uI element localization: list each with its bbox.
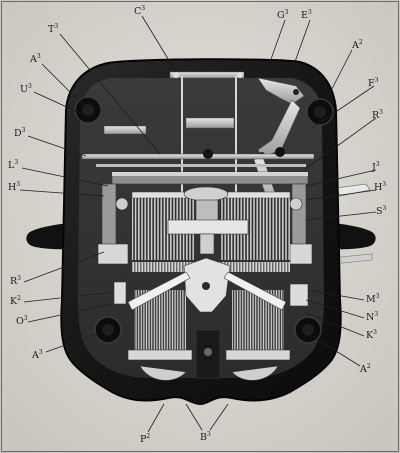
label-a3-top: A3: [29, 53, 41, 65]
upper-rods: [81, 125, 315, 167]
key-levers: [113, 271, 309, 311]
label-k3: K3: [366, 329, 377, 341]
label-a2-top: A2: [351, 39, 363, 51]
label-j3: J3: [371, 161, 380, 173]
label-m3: M3: [366, 293, 380, 305]
label-h3-right: H3: [374, 181, 386, 193]
bottom-bars: [127, 329, 291, 381]
label-g3: G3: [277, 9, 289, 21]
label-s3: S3: [376, 205, 387, 217]
center-mechanism: [167, 186, 249, 313]
label-c3: C3: [134, 5, 145, 17]
label-b3: B3: [200, 431, 211, 443]
corner-feet: [74, 96, 334, 344]
label-r3-lower: R3: [10, 275, 21, 287]
label-n3: N3: [366, 311, 378, 323]
label-l3: L3: [8, 159, 18, 171]
label-a2-bottom: A2: [359, 363, 371, 375]
leader-lines: [19, 15, 377, 433]
carriage-frame: [97, 171, 313, 265]
label-r3-upper: R3: [372, 109, 383, 121]
label-k2: K2: [10, 295, 21, 307]
label-p2: P2: [140, 433, 150, 445]
label-h3-left: H3: [8, 181, 20, 193]
label-o3: O3: [16, 315, 28, 327]
label-d3: D3: [14, 127, 26, 139]
label-f3: F3: [368, 77, 379, 89]
label-t3: T3: [48, 23, 58, 35]
label-group: C3 G3 E3 T3 A3 A2 U3 F3 D3 R3 L3 J3 H3 H…: [8, 5, 387, 445]
label-a3-bottom: A3: [31, 349, 43, 361]
label-u3: U3: [20, 83, 32, 95]
label-e3: E3: [301, 9, 312, 21]
